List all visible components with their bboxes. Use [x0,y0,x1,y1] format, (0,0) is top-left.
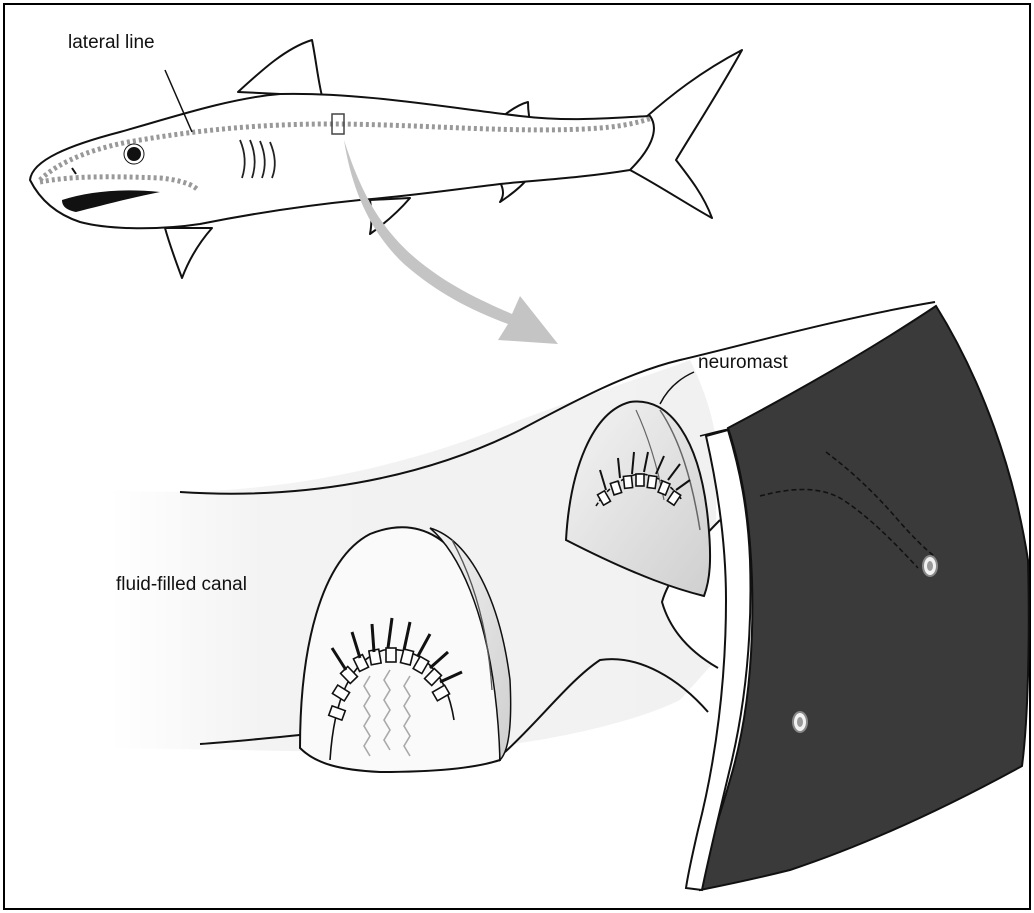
label-fluid-filled-canal: fluid-filled canal [116,574,247,595]
label-neuromast: neuromast [698,352,788,373]
pore-lower [793,712,807,732]
label-lateral-line: lateral line [68,32,155,53]
shark-eye [127,147,141,161]
dorsal-fin [238,40,322,96]
pore-upper [923,556,937,576]
pectoral-fin [165,228,212,278]
